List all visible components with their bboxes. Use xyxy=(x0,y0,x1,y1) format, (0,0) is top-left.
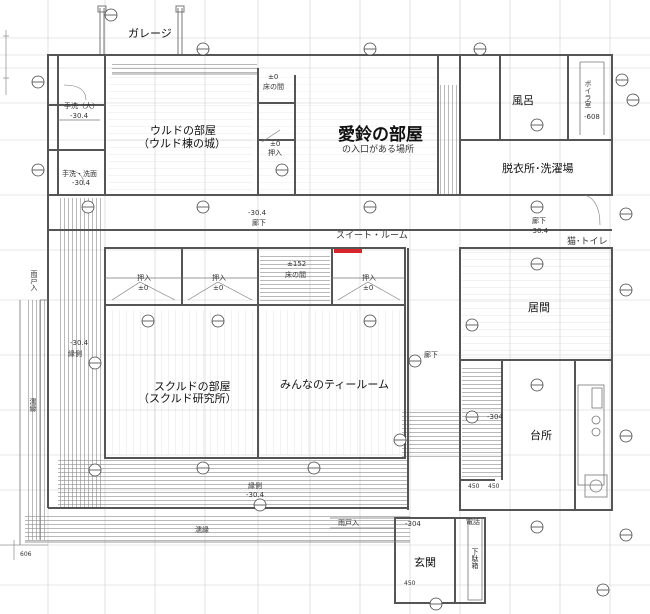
label-tokonoma: 床の間 xyxy=(285,271,306,279)
label-garage: ガレージ xyxy=(128,27,172,40)
label-bath: 風呂 xyxy=(512,94,534,107)
label-boiler-level: -608 xyxy=(584,113,600,121)
label-closet-3-level: ±0 xyxy=(363,284,374,292)
label-sukuldo-room: スクルドの部屋 xyxy=(154,380,231,393)
label-engawa-bottom-level: -30.4 xyxy=(246,491,265,499)
label-kitchen-level: -304 xyxy=(487,413,503,421)
label-phone: 電話 xyxy=(466,518,480,526)
label-toilet-large: 手洗（大） xyxy=(64,102,99,110)
label-tea-room: みんなのティールーム xyxy=(280,378,390,391)
label-cat-toilet: 猫･トイレ xyxy=(567,237,608,247)
label-engawa-left-level: -30.4 xyxy=(70,339,89,347)
label-storm-door-bottom: 雨戸入 xyxy=(338,519,359,527)
label-top-oshiire-level: ±0 xyxy=(270,140,281,148)
label-top-oshiire: 押入 xyxy=(268,149,282,157)
label-nureen-bottom: 濡縁 xyxy=(195,526,209,534)
label-nureen-left: 濡縁 xyxy=(29,398,37,412)
label-aisuzu-sub: の入口がある場所 xyxy=(342,145,415,155)
label-closet-1: 押入 xyxy=(137,274,151,282)
label-entrance-level: -304 xyxy=(405,520,421,528)
label-dim-450-b: 450 xyxy=(488,483,500,490)
label-toilet-wash: 手洗・洗面 xyxy=(62,170,97,178)
label-entrance: 玄関 xyxy=(414,556,436,569)
label-uruto-room: ウルドの部屋 xyxy=(150,124,216,137)
label-storm-door-left: 雨戸入 xyxy=(30,270,38,291)
label-top-tokonoma: 床の間 xyxy=(263,83,284,91)
label-corridor-right-level: -30.4 xyxy=(530,227,549,235)
label-closet-2: 押入 xyxy=(212,274,226,282)
label-kitchen: 台所 xyxy=(530,429,552,442)
label-boiler-room: ボイラ室 xyxy=(584,80,592,108)
label-engawa-bottom: 縁側 xyxy=(248,482,262,490)
label-tokonoma-level: ±152 xyxy=(287,260,307,268)
label-sukuldo-sub: （スクルド研究所） xyxy=(138,392,237,405)
label-top-level: ±0 xyxy=(268,73,279,81)
label-closet-3: 押入 xyxy=(362,274,376,282)
label-corridor-center: 廊下 xyxy=(424,351,438,359)
suite-room-marker xyxy=(334,249,362,253)
label-closet-1-level: ±0 xyxy=(138,284,149,292)
label-corridor-right: 廊下 xyxy=(532,217,546,225)
label-suite-room: スイート・ルーム xyxy=(336,231,408,241)
deck-areas xyxy=(25,62,502,542)
label-living-room: 居間 xyxy=(528,301,550,314)
label-toilet-large-level: -30.4 xyxy=(70,112,89,120)
label-aisuzu-room: 愛鈴の部屋 xyxy=(338,125,423,145)
section-markers xyxy=(31,8,640,611)
label-dressing-laundry: 脱衣所･洗濯場 xyxy=(502,162,574,175)
label-dim-450-a: 450 xyxy=(468,483,480,490)
label-engawa-left: 縁側 xyxy=(68,350,82,358)
label-closet-2-level: ±0 xyxy=(213,284,224,292)
label-dim-606: 606 xyxy=(20,551,32,558)
label-uruto-sub: （ウルド棟の城） xyxy=(138,137,226,150)
walls xyxy=(47,54,613,604)
label-shoe-cabinet: 下駄箱 xyxy=(471,548,479,569)
label-corridor-top-level: -30.4 xyxy=(248,209,267,217)
label-toilet-wash-level: -30.4 xyxy=(72,179,91,187)
label-corridor-top: 廊下 xyxy=(252,219,266,227)
label-dim-450-c: 450 xyxy=(404,580,416,587)
